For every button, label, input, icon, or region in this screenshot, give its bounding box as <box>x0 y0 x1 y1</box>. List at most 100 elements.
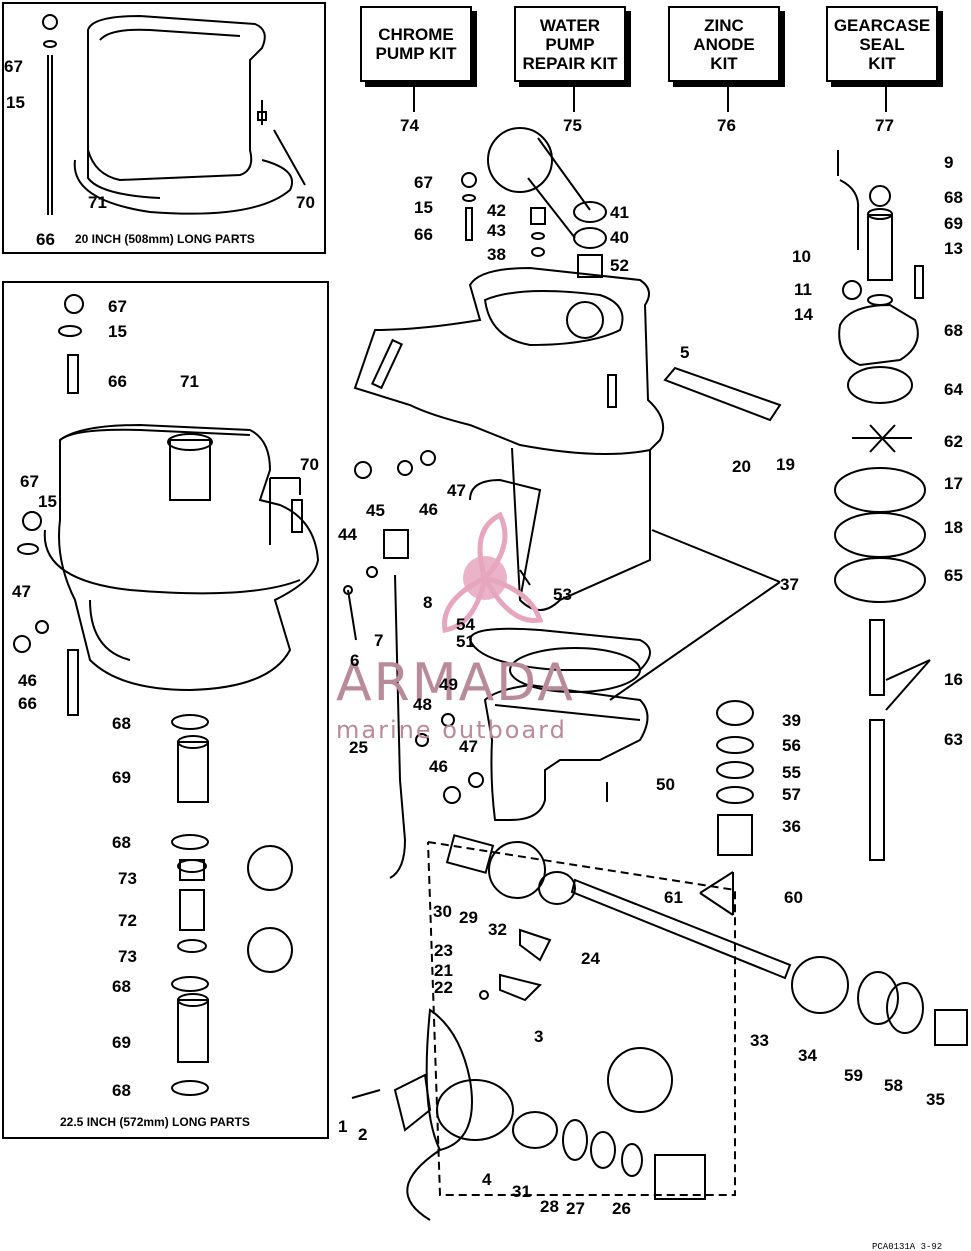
part-callout: 20 <box>732 457 751 476</box>
part-callout: 47 <box>12 582 31 601</box>
part-callout: 44 <box>338 525 357 544</box>
part-callout: 70 <box>300 455 319 474</box>
kit-box-gearcase-seal[interactable]: GEARCASE SEAL KIT <box>826 6 938 82</box>
part-callout: 67 <box>414 173 433 192</box>
part-callout: 26 <box>612 1199 631 1218</box>
part-callout: 9 <box>944 153 953 172</box>
part-callout: 68 <box>112 833 131 852</box>
part-callout: 53 <box>553 585 572 604</box>
part-callout: 72 <box>118 911 137 930</box>
part-callout: 36 <box>782 817 801 836</box>
caption-20-inch: 20 INCH (508mm) LONG PARTS <box>75 232 255 246</box>
footer-code: PCA0131A 3-92 <box>872 1242 942 1251</box>
part-callout: 59 <box>844 1066 863 1085</box>
driveshaft-housing <box>353 266 664 611</box>
part-callout: 60 <box>784 888 803 907</box>
part-callout: 62 <box>944 432 963 451</box>
part-callout: 47 <box>447 481 466 500</box>
part-callout: 28 <box>540 1197 559 1216</box>
part-callout: 22 <box>434 978 453 997</box>
part-callout: 73 <box>118 947 137 966</box>
part-callout: 45 <box>366 501 385 520</box>
part-callout: 17 <box>944 474 963 493</box>
part-callout: 67 <box>108 297 127 316</box>
part-callout: 25 <box>349 738 368 757</box>
part-callout: 6 <box>350 651 359 670</box>
kit-number-chrome-pump: 74 <box>400 116 419 135</box>
part-callout: 52 <box>610 256 629 275</box>
part-callout: 37 <box>780 575 799 594</box>
part-callout: 8 <box>423 593 432 612</box>
exhaust-housing-20-inch <box>73 14 293 215</box>
part-callout: 48 <box>413 695 432 714</box>
part-callout: 39 <box>782 711 801 730</box>
part-callout: 68 <box>944 321 963 340</box>
part-callout: 55 <box>782 763 801 782</box>
part-callout: 4 <box>482 1170 492 1189</box>
part-callout: 67 <box>4 57 23 76</box>
part-callout: 41 <box>610 203 629 222</box>
part-callout: 15 <box>6 93 25 112</box>
part-callout: 5 <box>680 343 689 362</box>
watermark-tagline: marine outboard <box>336 716 567 744</box>
kit-number-gearcase-seal: 77 <box>875 116 894 135</box>
part-callout: 54 <box>456 615 475 634</box>
part-callout: 68 <box>112 714 131 733</box>
armada-watermark: ARMADA marine outboard <box>336 511 573 744</box>
part-callout: 40 <box>610 228 629 247</box>
part-callout: 69 <box>112 1033 131 1052</box>
part-callout: 66 <box>414 225 433 244</box>
part-callout: 68 <box>112 1081 131 1100</box>
kit-box-chrome-pump[interactable]: CHROME PUMP KIT <box>360 6 472 82</box>
part-callout: 16 <box>944 670 963 689</box>
part-callout: 29 <box>459 908 478 927</box>
part-callout: 71 <box>180 372 199 391</box>
inset-frame-22-5-inch <box>2 281 329 1139</box>
gearcase-housing <box>468 627 651 821</box>
part-callout: 15 <box>38 492 57 511</box>
part-callout: 58 <box>884 1076 903 1095</box>
part-callout: 23 <box>434 941 453 960</box>
part-callout: 47 <box>459 737 478 756</box>
inset-frame-20-inch <box>2 2 326 254</box>
part-callout: 51 <box>456 632 475 651</box>
part-callout: 24 <box>581 949 600 968</box>
part-callout: 18 <box>944 518 963 537</box>
part-callout: 64 <box>944 380 963 399</box>
part-callout: 66 <box>108 372 127 391</box>
part-callout: 68 <box>944 188 963 207</box>
part-callout: 21 <box>434 961 453 980</box>
kit-box-water-pump-repair[interactable]: WATER PUMP REPAIR KIT <box>514 6 626 82</box>
part-callout: 46 <box>18 671 37 690</box>
kit-number-water-pump-repair: 75 <box>563 116 582 135</box>
part-callout: 31 <box>512 1182 531 1201</box>
part-callout: 34 <box>798 1046 817 1065</box>
part-callout: 10 <box>792 247 811 266</box>
part-callout: 35 <box>926 1090 945 1109</box>
part-callout: 67 <box>20 472 39 491</box>
part-callout: 11 <box>794 280 812 299</box>
part-callout: 14 <box>794 305 813 324</box>
part-callout: 73 <box>118 869 137 888</box>
part-callout: 65 <box>944 566 963 585</box>
part-callout: 61 <box>664 888 683 907</box>
kit-box-zinc-anode[interactable]: ZINC ANODE KIT <box>668 6 780 82</box>
kit-number-zinc-anode: 76 <box>717 116 736 135</box>
part-callout: 63 <box>944 730 963 749</box>
part-callout: 32 <box>488 920 507 939</box>
part-callout: 30 <box>433 902 452 921</box>
part-callout: 43 <box>487 221 506 240</box>
part-callout: 66 <box>36 230 55 249</box>
part-callout: 38 <box>487 245 506 264</box>
part-callout: 71 <box>88 193 107 212</box>
part-callout: 2 <box>358 1125 367 1144</box>
part-callout: 33 <box>750 1031 769 1050</box>
part-callout: 46 <box>419 500 438 519</box>
part-callout: 15 <box>414 198 433 217</box>
part-callout: 19 <box>776 455 795 474</box>
part-callout: 13 <box>944 239 963 258</box>
part-callout: 46 <box>429 757 448 776</box>
part-callout: 57 <box>782 785 801 804</box>
